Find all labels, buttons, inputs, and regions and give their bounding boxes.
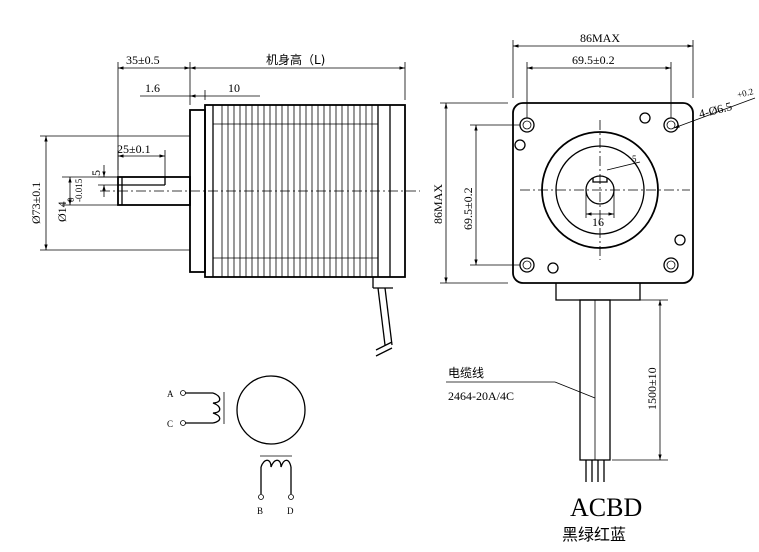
dim-cable-length: 1500±10 [645, 367, 659, 410]
dim-overall-height: 86MAX [431, 184, 445, 224]
coil-bd [258, 455, 294, 500]
cable-label: 电缆线 [448, 366, 484, 380]
cable-housing [555, 283, 641, 301]
pin-c-label: C [167, 419, 173, 429]
cable-exit [372, 277, 393, 357]
dim-overall-width: 86MAX [580, 31, 620, 45]
wiring-schematic: A C B D [167, 375, 306, 516]
coil-ac [180, 390, 225, 426]
cable-spec: 2464-20A/4C [448, 389, 514, 403]
pin-d-label: D [287, 506, 294, 516]
front-view: 86MAX 69.5±0.2 86MAX 69.5±0.2 4-Ø6.5 +0.… [431, 31, 756, 544]
dim-flange-thickness: 1.6 [145, 81, 160, 95]
front-flange-square [512, 102, 694, 284]
dim-hole-spacing-h: 69.5±0.2 [572, 53, 615, 67]
dim-body-length: 机身高（L) [266, 52, 325, 67]
dim-shaft-diameter: Ø14 [55, 201, 69, 222]
dim-flat-length: 25±0.1 [117, 142, 151, 156]
side-view: 35±0.5 机身高（L) 1.6 10 25±0.1 Ø73±0.1 Ø14 … [29, 52, 420, 357]
wire-colors: 黑绿红蓝 [562, 525, 626, 544]
wire-sequence: ACBD [570, 493, 642, 522]
dim-hole-tol: +0.2 [736, 86, 754, 100]
dim-keyway-depth: 5 [632, 154, 637, 164]
dim-shaft-tol-upper: 0 [66, 197, 76, 202]
dim-boss-diameter: Ø73±0.1 [29, 182, 43, 224]
dim-hole-spacing-v: 69.5±0.2 [461, 187, 475, 230]
lead-wires [585, 460, 605, 482]
dim-flat-depth: 5 [89, 170, 103, 176]
pin-b-label: B [257, 506, 263, 516]
dim-shaft-tol-lower: -0.015 [74, 178, 84, 202]
dim-boss-depth: 10 [228, 81, 240, 95]
dim-mount-holes: 4-Ø6.5 [697, 99, 733, 121]
dim-shaft-key: 16 [592, 215, 604, 229]
pin-a-label: A [167, 389, 174, 399]
dim-front-shaft-length: 35±0.5 [126, 53, 160, 67]
rotor-symbol [236, 375, 306, 445]
